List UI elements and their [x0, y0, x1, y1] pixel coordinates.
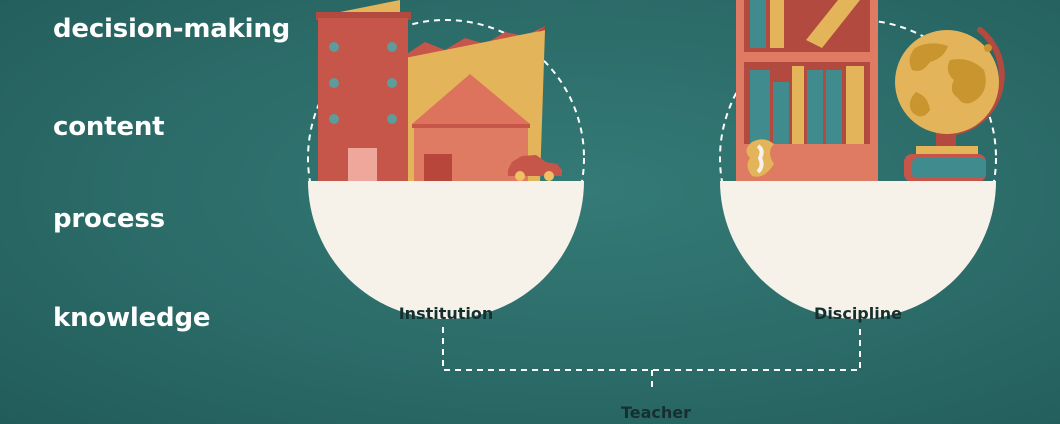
term-process: process — [53, 204, 165, 234]
term-knowledge: knowledge — [53, 303, 211, 333]
discipline-label: Discipline — [814, 304, 902, 323]
teacher-connector — [442, 327, 861, 371]
discipline-bowl — [719, 0, 1005, 319]
car-icon — [508, 155, 562, 181]
teacher-label: Teacher — [620, 403, 692, 422]
bookshelf-icon — [736, 0, 878, 182]
institution-bowl — [307, 0, 585, 319]
book-stack-icon — [904, 146, 986, 182]
term-decision-making: decision-making — [53, 14, 291, 44]
discipline-bowl-fill — [720, 181, 996, 319]
globe-icon — [895, 27, 1005, 146]
institution-label: Institution — [398, 304, 494, 323]
office-building-icon — [316, 0, 411, 182]
institution-bowl-fill — [308, 181, 584, 319]
apple-core-icon — [746, 139, 774, 177]
term-content: content — [53, 112, 165, 142]
institution-dashed-outline — [307, 19, 585, 297]
